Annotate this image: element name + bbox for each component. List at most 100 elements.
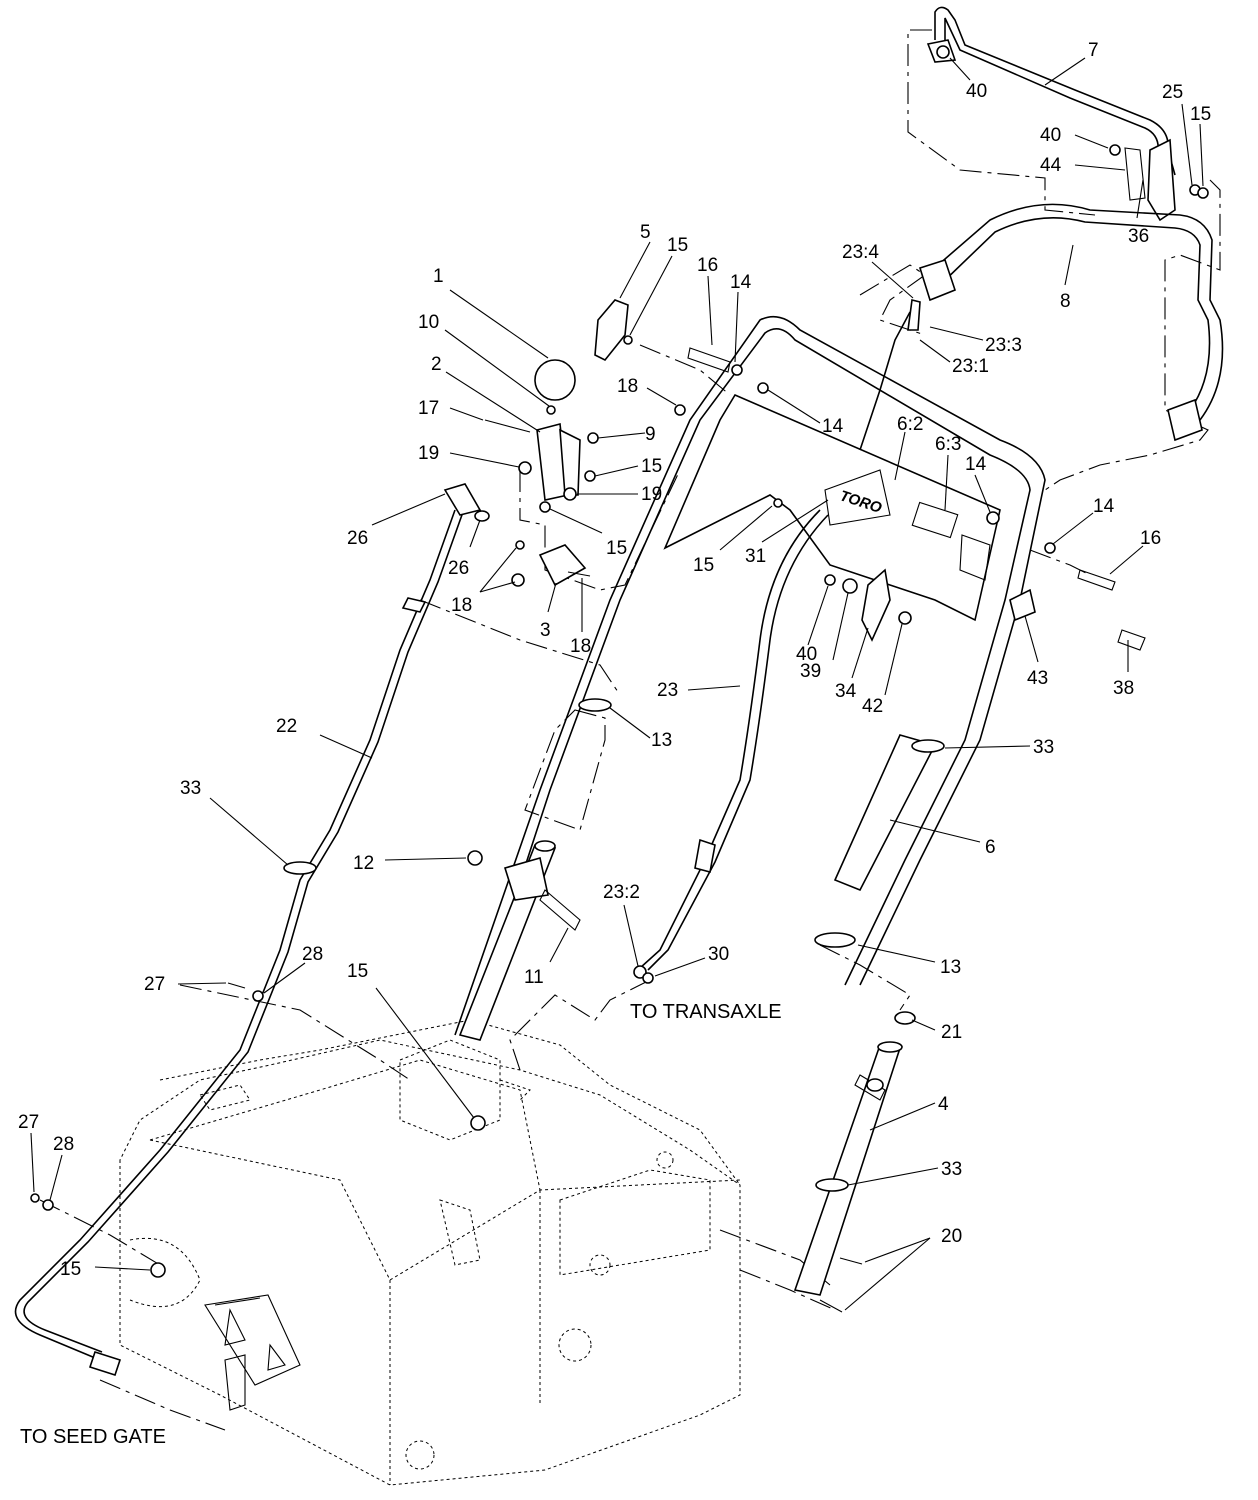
bracket-3 xyxy=(538,544,587,587)
bolt-20 xyxy=(819,1299,843,1313)
cable-end-23-1 xyxy=(907,299,921,331)
callout-25: 25 xyxy=(1162,82,1183,103)
leader-15e xyxy=(719,505,773,551)
leader-25 xyxy=(1181,103,1193,186)
note-to-seed-gate: TO SEED GATE xyxy=(20,1426,166,1448)
leader-18a xyxy=(646,387,677,406)
bar-8-outer xyxy=(929,203,1224,421)
callout-15: 15 xyxy=(667,235,688,256)
callout-14: 14 xyxy=(965,454,987,475)
leader-2 xyxy=(445,371,541,433)
leader-33a xyxy=(209,797,289,866)
nut-40 xyxy=(824,574,836,586)
leader-18b-1 xyxy=(479,547,517,593)
nut-15 xyxy=(623,335,633,345)
bail-rod-7 xyxy=(934,6,1176,176)
leader-40a xyxy=(949,57,971,81)
leader-14c xyxy=(974,474,991,513)
leader-23 xyxy=(687,685,741,691)
callout-23: 23 xyxy=(657,680,678,701)
leader-9 xyxy=(597,432,646,439)
leader-33b xyxy=(944,745,1031,749)
plug-21 xyxy=(894,1011,916,1025)
callout-18: 18 xyxy=(451,595,472,616)
rate-gauge-dial xyxy=(204,1294,301,1386)
callout-17: 17 xyxy=(418,398,439,419)
leader-28a xyxy=(263,962,306,994)
spacer-14 xyxy=(1044,542,1056,554)
callout-33: 33 xyxy=(180,778,201,799)
callout-42: 42 xyxy=(862,696,883,717)
callout-21: 21 xyxy=(941,1022,962,1043)
tube-4-clamp-nut xyxy=(866,1078,884,1092)
leader-18b-2 xyxy=(479,581,516,593)
callout-14: 14 xyxy=(730,272,752,293)
lower-tube-4 xyxy=(793,1044,902,1296)
bracket xyxy=(499,1079,531,1101)
washer-42 xyxy=(898,611,912,625)
leader-15f xyxy=(375,987,475,1119)
assembly-line xyxy=(639,344,731,396)
callout-8: 8 xyxy=(1060,291,1071,312)
leader-42 xyxy=(884,623,903,696)
port xyxy=(558,1328,592,1362)
leader-1 xyxy=(449,289,549,359)
leader-15g xyxy=(94,1266,151,1271)
switch-43 xyxy=(1009,588,1036,622)
leader-15c xyxy=(594,465,639,477)
callout-27: 27 xyxy=(144,974,165,995)
screw-27 xyxy=(30,1193,40,1203)
callout-23-4: 23:4 xyxy=(842,242,879,263)
knob-1 xyxy=(534,359,576,401)
bolt-11 xyxy=(539,889,581,931)
leader-17 xyxy=(449,407,484,421)
cable-end-23-2 xyxy=(633,965,647,979)
leader-23-4 xyxy=(871,261,914,299)
leader-16a xyxy=(707,275,713,346)
nut-15 xyxy=(539,501,551,513)
callout-36: 36 xyxy=(1128,226,1149,247)
leader-14d xyxy=(1052,512,1094,545)
panel-decal xyxy=(911,501,959,539)
callout-20: 20 xyxy=(941,1226,962,1247)
lever-34 xyxy=(861,568,891,642)
callouts: 7 40 25 15 40 44 36 5 15 16 14 23:4 8 1 … xyxy=(18,40,1211,1280)
leader-6-3 xyxy=(944,454,949,511)
callout-34: 34 xyxy=(835,681,857,702)
callout-22: 22 xyxy=(276,716,297,737)
callout-16: 16 xyxy=(697,255,718,276)
callout-18: 18 xyxy=(617,376,638,397)
clamp-13 xyxy=(578,698,612,712)
leader-8 xyxy=(1064,244,1074,286)
tube-top xyxy=(534,840,556,852)
tube-4-top xyxy=(877,1041,903,1053)
callout-30: 30 xyxy=(708,944,729,965)
assembly-line xyxy=(519,469,681,591)
bail-latch xyxy=(1147,138,1176,222)
spacer-14 xyxy=(757,382,769,394)
callout-33: 33 xyxy=(1033,737,1054,758)
pin-18 xyxy=(515,540,525,550)
leader-10 xyxy=(444,329,550,407)
leader-11 xyxy=(549,927,569,963)
cables xyxy=(14,299,921,1377)
cable-22-edge xyxy=(23,511,464,1353)
spacer-39 xyxy=(842,578,858,594)
leader-33c xyxy=(847,1167,939,1186)
hopper-lid xyxy=(149,1059,541,1191)
leader-19a xyxy=(449,452,520,468)
callout-39: 39 xyxy=(800,661,821,682)
callout-16: 16 xyxy=(1140,528,1161,549)
assembly-lines xyxy=(39,29,1221,1431)
washer-10 xyxy=(546,405,556,415)
switch-bracket xyxy=(959,534,991,581)
bolt-20 xyxy=(839,1257,863,1265)
hopper-outline xyxy=(119,1039,741,1486)
cable-23-ferrule xyxy=(694,838,716,873)
callout-15: 15 xyxy=(347,961,368,982)
assembly-line xyxy=(907,29,1096,216)
assembly-line xyxy=(739,1269,836,1311)
callout-33: 33 xyxy=(941,1159,962,1180)
